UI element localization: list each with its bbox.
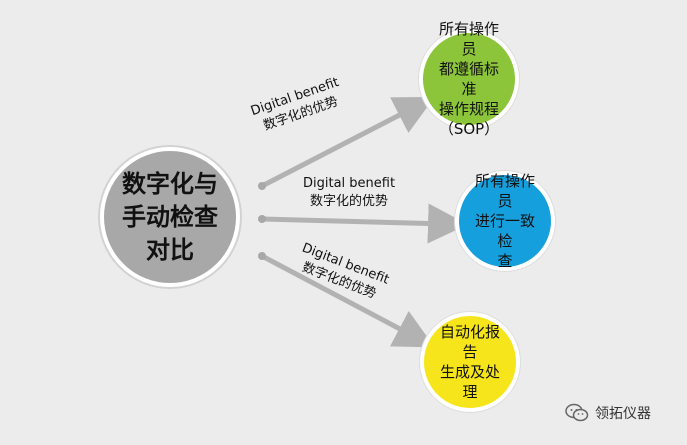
wechat-icon [565, 403, 589, 423]
node-auto-reporting: 自动化报告 生成及处理 [420, 312, 520, 412]
arrow-start-dot-middle [258, 215, 266, 223]
arrow-start-dot-bottom [258, 252, 266, 260]
node-sop-line-3: 操作规程 [438, 100, 499, 118]
node-reporting-line-2: 生成及处理 [439, 363, 500, 401]
arrow-start-dot-top [258, 182, 266, 190]
branch-label-middle: Digital benefit 数字化的优势 [303, 175, 395, 211]
node-reporting-line-1: 自动化报告 [439, 323, 500, 361]
node-sop-line-1: 所有操作员 [438, 20, 499, 58]
center-node-line-3: 对比 [146, 235, 194, 264]
node-consistent-line-3: 查 [497, 252, 513, 270]
branch-label-middle-zh: 数字化的优势 [310, 194, 389, 209]
node-consistent-line-1: 所有操作员 [474, 172, 535, 210]
center-node-line-1: 数字化与 [122, 169, 218, 198]
center-node-line-2: 手动检查 [122, 202, 218, 231]
watermark-text: 领拓仪器 [595, 406, 651, 422]
node-sop-line-2: 都遵循标准 [438, 60, 499, 98]
arrow-to-consistent-check [261, 203, 468, 244]
wechat-watermark: 领拓仪器 [565, 402, 651, 424]
arrow-to-reporting [260, 253, 435, 348]
node-consistent-line-2: 进行一致检 [474, 212, 535, 250]
arrow-to-sop [260, 96, 435, 189]
branch-label-middle-en: Digital benefit [303, 176, 396, 191]
node-sop-compliance: 所有操作员 都遵循标准 操作规程 （SOP） [419, 20, 519, 138]
node-sop-line-4: （SOP） [438, 120, 500, 138]
center-node-comparison: 数字化与 手动检查 对比 [100, 147, 240, 287]
node-consistent-check: 所有操作员 进行一致检 查 [455, 171, 555, 271]
